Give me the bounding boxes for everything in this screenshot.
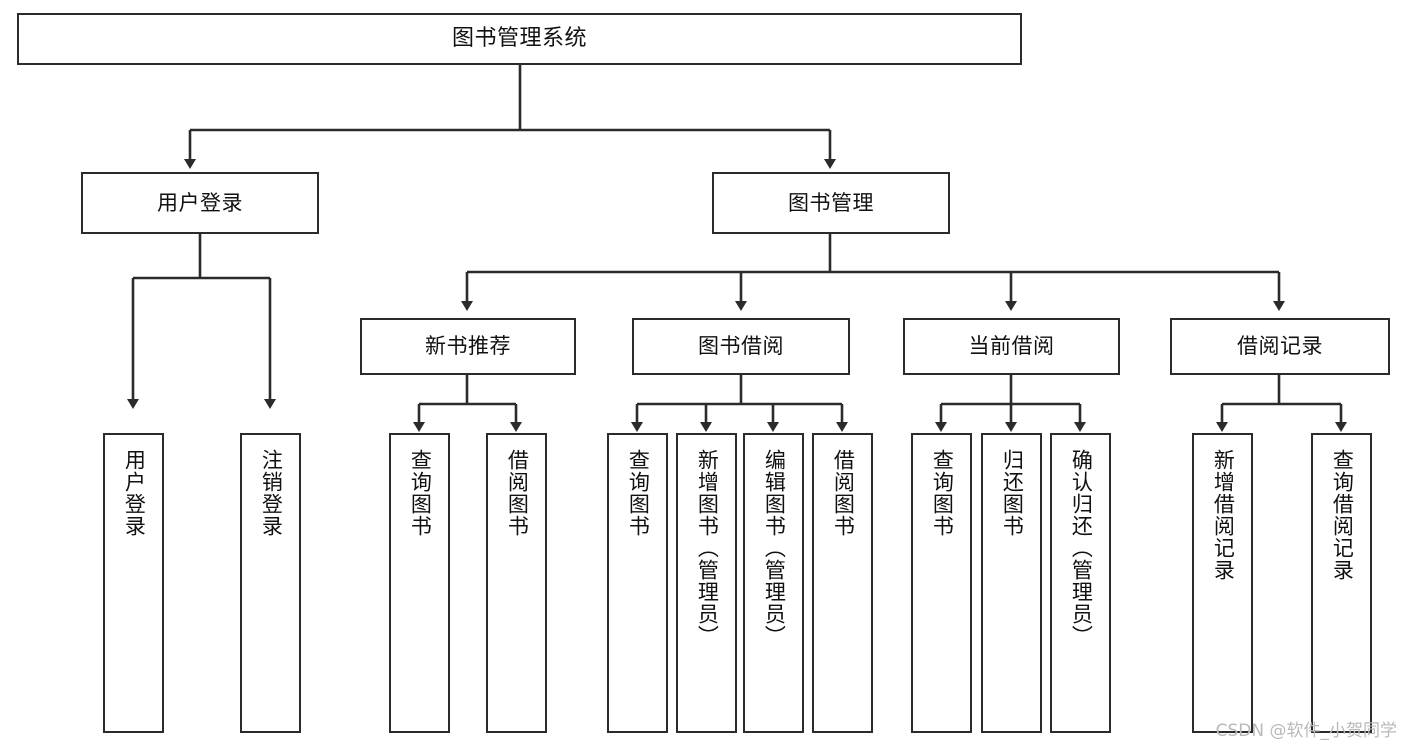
node-leaf-confirm-return-label: 确认归还（管理员）: [1069, 449, 1094, 647]
node-current-borrow-label: 当前借阅: [968, 334, 1055, 359]
csdn-watermark: CSDN @软件_小贺同学: [1215, 721, 1397, 741]
node-leaf-user-login-label: 用户登录: [122, 449, 147, 537]
node-leaf-edit-book-label: 编辑图书（管理员）: [762, 449, 787, 647]
node-leaf-query-record[interactable]: 查询借阅记录: [1311, 433, 1372, 733]
node-user-login-label: 用户登录: [157, 190, 243, 215]
node-leaf-add-record[interactable]: 新增借阅记录: [1192, 433, 1253, 733]
node-borrow-record[interactable]: 借阅记录: [1170, 318, 1390, 375]
node-leaf-return-book[interactable]: 归还图书: [981, 433, 1042, 733]
node-leaf-query-book-3[interactable]: 查询图书: [911, 433, 972, 733]
node-leaf-add-book[interactable]: 新增图书（管理员）: [676, 433, 737, 733]
node-book-manage[interactable]: 图书管理: [712, 172, 950, 234]
node-new-book-recommend[interactable]: 新书推荐: [360, 318, 576, 375]
node-book-borrow[interactable]: 图书借阅: [632, 318, 850, 375]
node-leaf-return-book-label: 归还图书: [1000, 449, 1025, 537]
node-leaf-edit-book[interactable]: 编辑图书（管理员）: [743, 433, 804, 733]
node-leaf-query-book-1[interactable]: 查询图书: [389, 433, 450, 733]
node-leaf-borrow-book-2[interactable]: 借阅图书: [812, 433, 873, 733]
node-root-label: 图书管理系统: [451, 26, 587, 52]
node-user-login[interactable]: 用户登录: [81, 172, 319, 234]
node-book-manage-label: 图书管理: [788, 190, 874, 215]
node-leaf-query-book-2-label: 查询图书: [626, 449, 651, 537]
node-leaf-user-logout[interactable]: 注销登录: [240, 433, 301, 733]
node-root[interactable]: 图书管理系统: [17, 13, 1022, 65]
node-leaf-add-record-label: 新增借阅记录: [1211, 449, 1236, 581]
node-leaf-confirm-return[interactable]: 确认归还（管理员）: [1050, 433, 1111, 733]
node-leaf-query-book-3-label: 查询图书: [930, 449, 955, 537]
node-leaf-query-book-2[interactable]: 查询图书: [607, 433, 668, 733]
node-leaf-borrow-book-1[interactable]: 借阅图书: [486, 433, 547, 733]
node-borrow-record-label: 借阅记录: [1237, 334, 1323, 359]
node-new-book-recommend-label: 新书推荐: [425, 334, 511, 359]
node-current-borrow[interactable]: 当前借阅: [903, 318, 1120, 375]
node-leaf-query-record-label: 查询借阅记录: [1330, 449, 1355, 581]
node-book-borrow-label: 图书借阅: [698, 334, 784, 359]
node-leaf-query-book-1-label: 查询图书: [408, 449, 433, 537]
node-leaf-user-logout-label: 注销登录: [259, 449, 284, 537]
node-leaf-add-book-label: 新增图书（管理员）: [695, 449, 720, 647]
node-leaf-user-login[interactable]: 用户登录: [103, 433, 164, 733]
node-leaf-borrow-book-2-label: 借阅图书: [831, 449, 856, 537]
node-leaf-borrow-book-1-label: 借阅图书: [505, 449, 530, 537]
